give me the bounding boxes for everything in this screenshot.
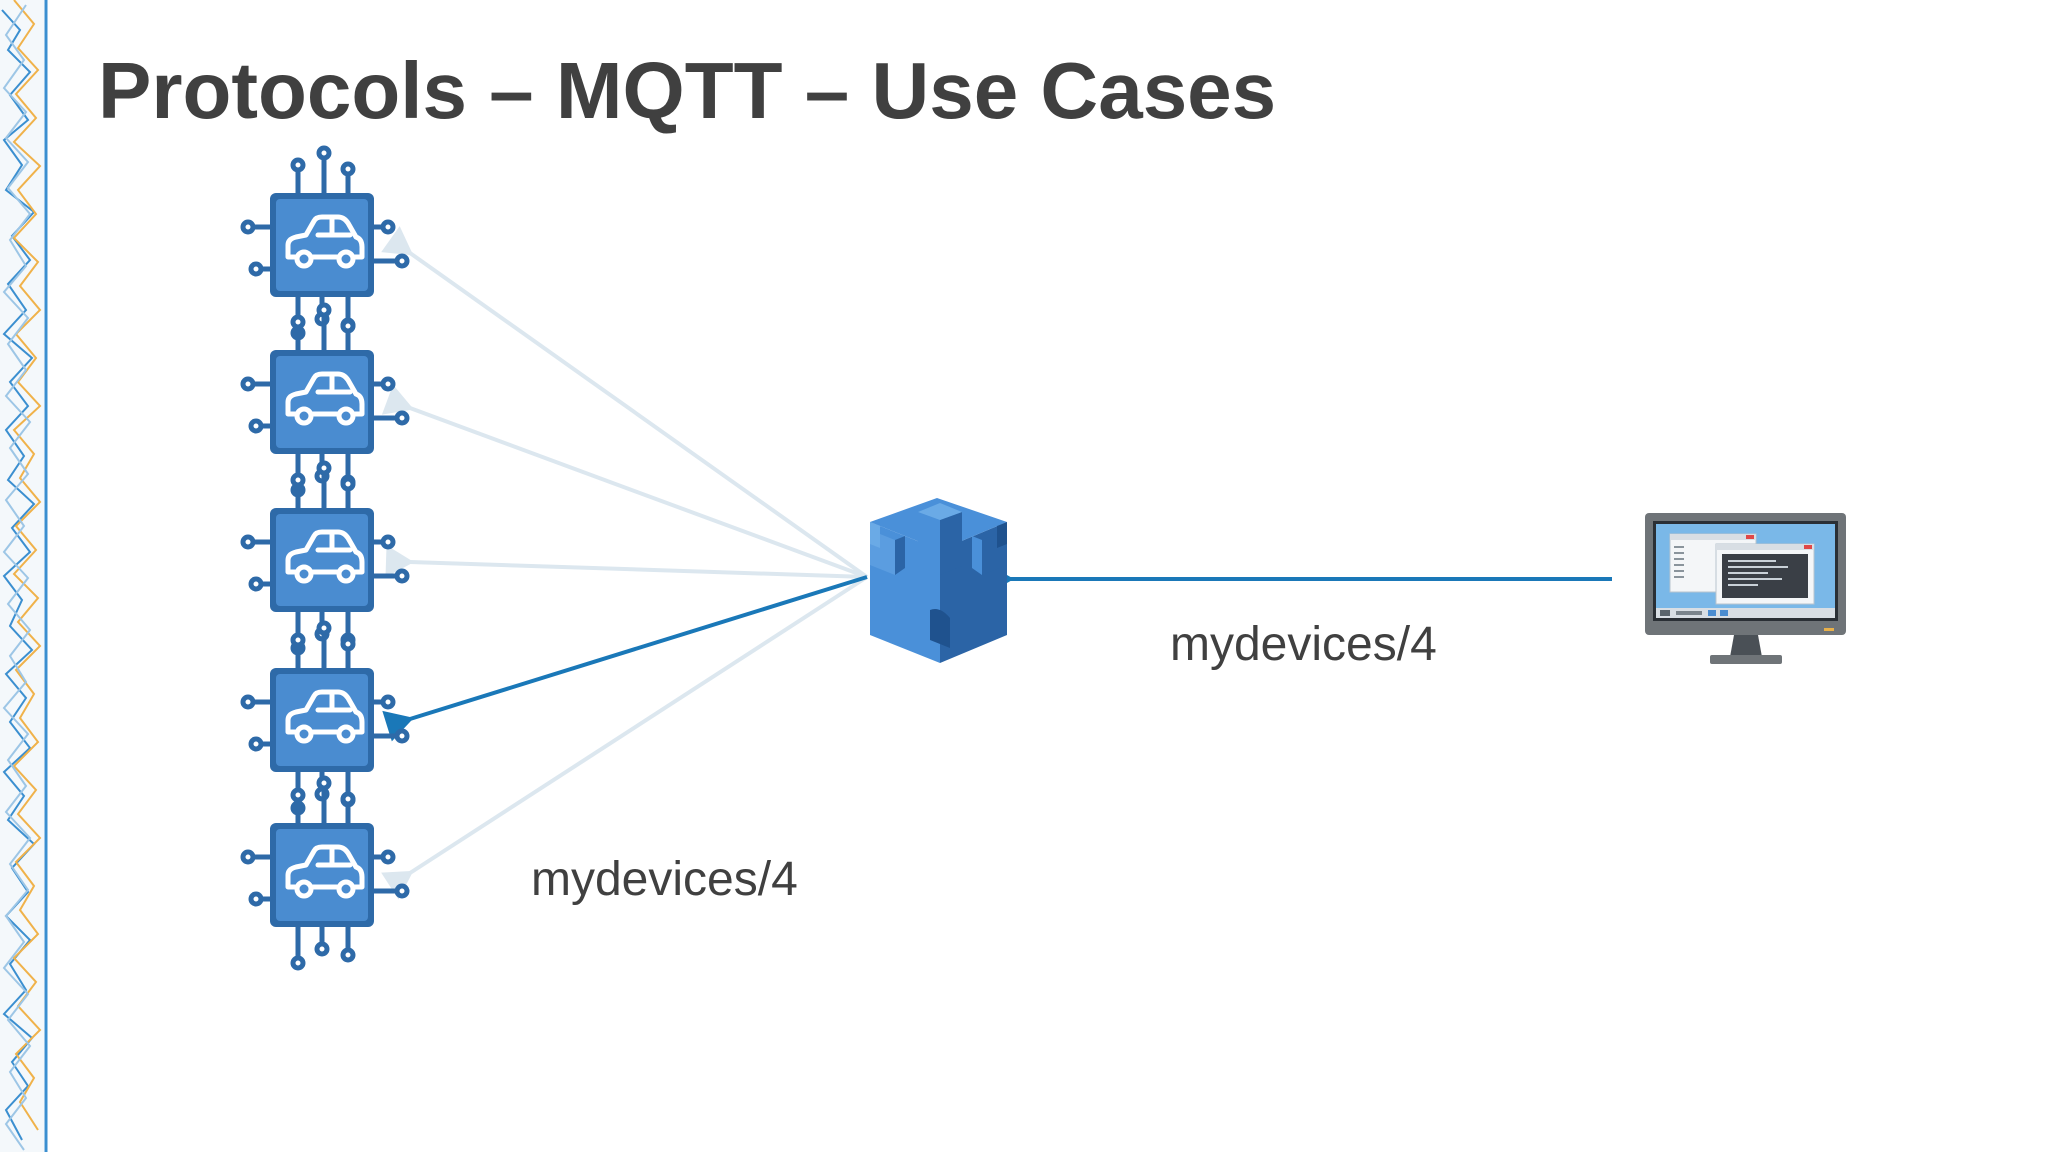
slide-title: Protocols – MQTT – Use Cases bbox=[98, 46, 1277, 135]
iot-broker-castle-icon bbox=[870, 498, 1007, 663]
inactive-arrows bbox=[381, 226, 869, 900]
arrow-to-device-1 bbox=[381, 226, 869, 579]
arrow-to-device-3 bbox=[385, 545, 868, 579]
desktop-monitor-icon bbox=[1645, 513, 1846, 664]
arrow-to-device-2 bbox=[381, 384, 868, 579]
device-5-car-chip-icon bbox=[243, 778, 407, 968]
arrow-broker-to-device-4 bbox=[382, 575, 868, 742]
arrow-to-device-5 bbox=[381, 575, 869, 900]
decorative-circuit-border bbox=[0, 0, 48, 1152]
subscribe-topic-label: mydevices/4 bbox=[531, 853, 798, 906]
publish-topic-label: mydevices/4 bbox=[1170, 618, 1437, 671]
